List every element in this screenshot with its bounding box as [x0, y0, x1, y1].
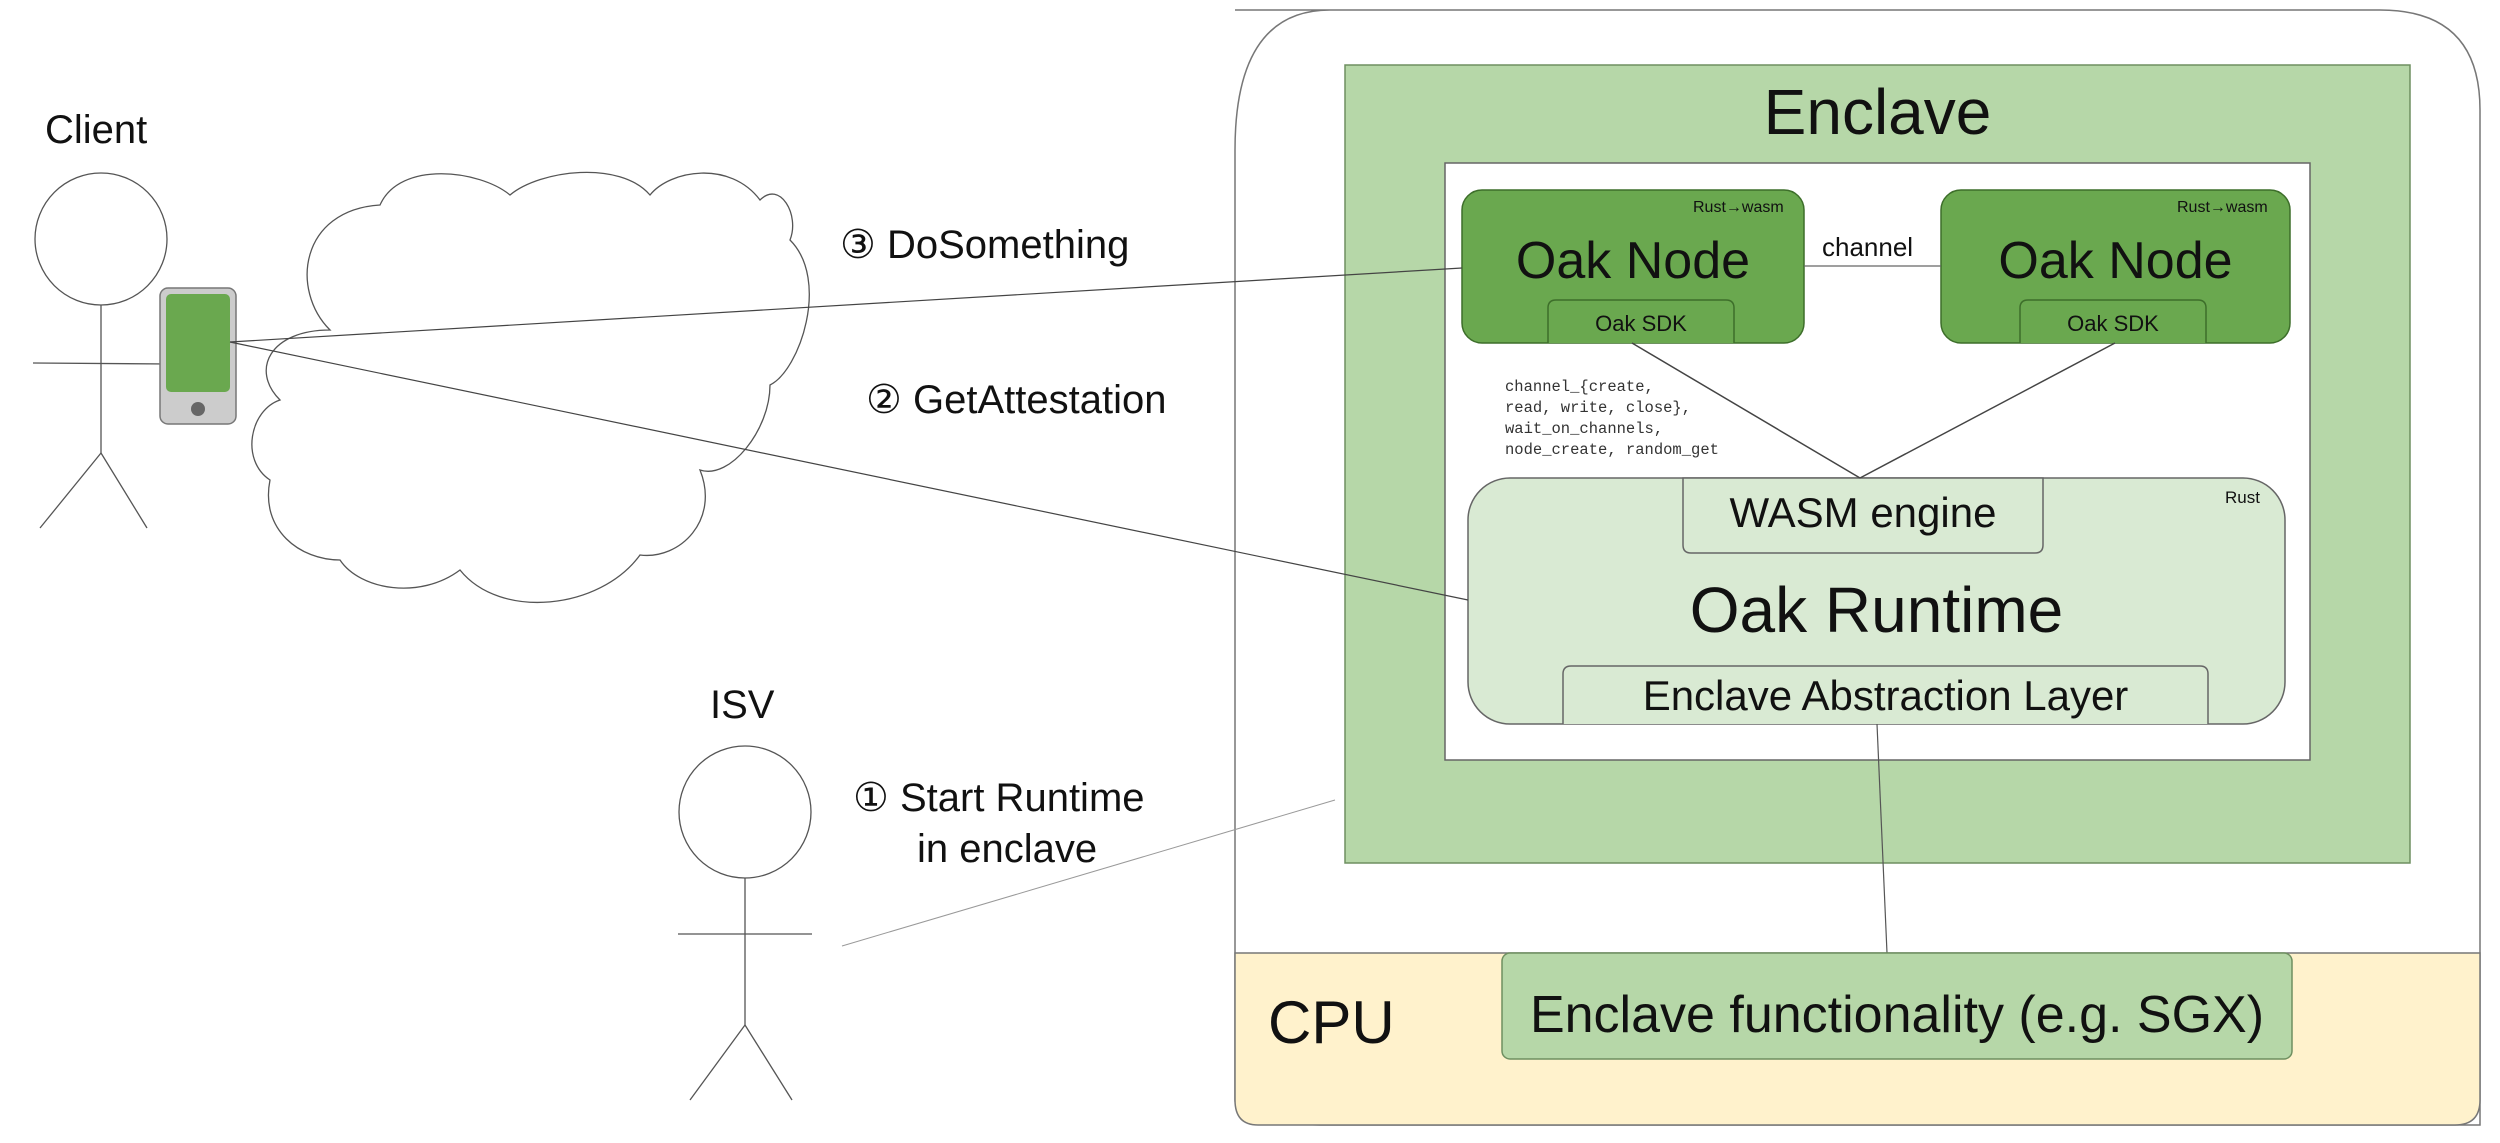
- wasm-engine-box: [1682, 477, 2044, 554]
- phone-icon: [159, 287, 237, 425]
- cloud-shape: [251, 171, 810, 604]
- cpu-title: CPU: [1268, 989, 1395, 1056]
- eal-to-cpu-line: [1876, 723, 1888, 954]
- oak-node-2-sdk: Oak SDK: [2067, 311, 2159, 336]
- node1-to-wasm-line: [1631, 342, 1861, 479]
- step-start-runtime-line2: in enclave: [917, 827, 1098, 871]
- channel-label: channel: [1822, 232, 1914, 262]
- start-runtime-line: [841, 799, 1336, 947]
- step-start-runtime-line1: ① Start Runtime: [853, 776, 1145, 820]
- wasm-engine-label: WASM engine: [1729, 489, 1997, 536]
- oak-node-1-title: Oak Node: [1515, 232, 1751, 290]
- eal-box: [1562, 665, 2209, 724]
- eal-label: Enclave Abstraction Layer: [1642, 672, 2129, 719]
- oak-node-1-lang: Rust→wasm: [1693, 199, 1784, 216]
- oak-runtime-title: Oak Runtime: [1689, 574, 2064, 646]
- oak-node-2-lang: Rust→wasm: [2177, 199, 2268, 216]
- cpu-functionality-box: [1501, 952, 2293, 1060]
- client-stick-figure: [32, 172, 171, 529]
- oak-node-2-sdk-box: [2019, 299, 2207, 343]
- oak-node-2-title: Oak Node: [1998, 232, 2233, 290]
- node2-to-wasm-line: [1859, 342, 2116, 479]
- cpu-functionality-label: Enclave functionality (e.g. SGX): [1529, 986, 2265, 1044]
- abi-calls-text: channel_{create, read, write, close}, wa…: [1505, 378, 1719, 459]
- step-get-attestation: ② GetAttestation: [866, 378, 1167, 422]
- isv-stick-figure: [678, 745, 812, 1101]
- oak-node-1-sdk: Oak SDK: [1595, 311, 1687, 336]
- oak-node-1-sdk-box: [1547, 299, 1735, 343]
- runtime-lang: Rust: [2225, 488, 2260, 507]
- client-label: Client: [45, 108, 148, 152]
- do-something-line: [229, 267, 1463, 343]
- get-attestation-line: [229, 341, 1469, 601]
- step-do-something: ③ DoSomething: [840, 223, 1130, 267]
- isv-label: ISV: [710, 683, 775, 727]
- enclave-title: Enclave: [1763, 76, 1992, 148]
